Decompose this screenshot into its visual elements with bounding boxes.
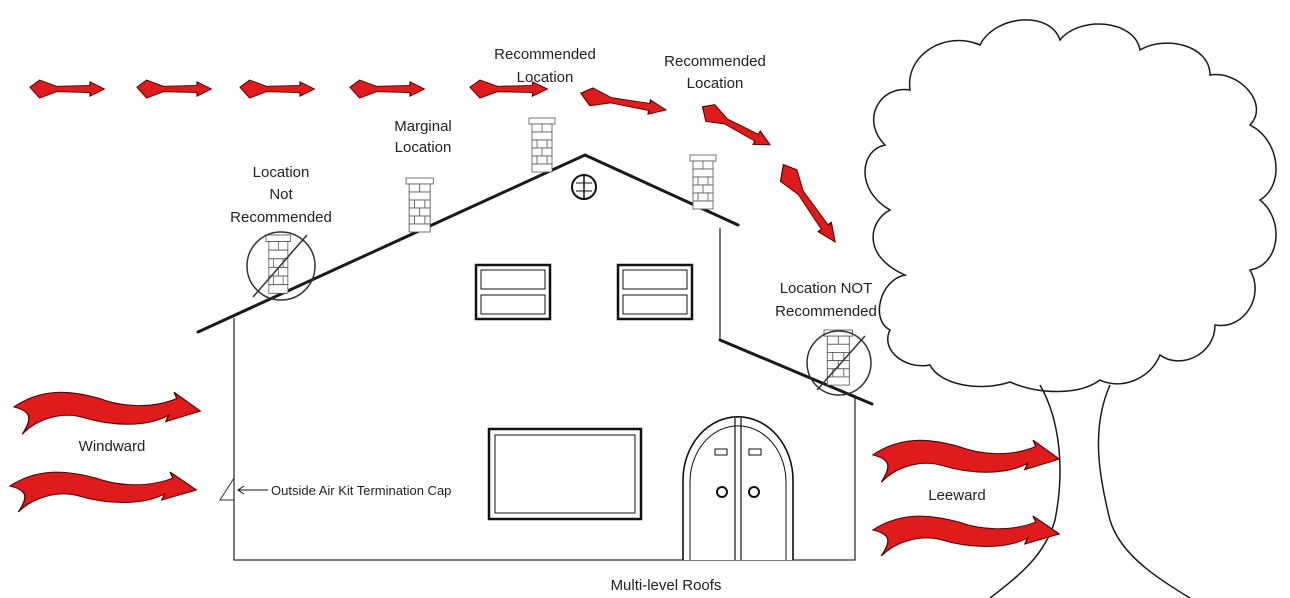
wind-arrow-3 xyxy=(239,79,315,99)
label-recommended-2: Recommended Location xyxy=(664,53,766,92)
windward-arrow-2 xyxy=(9,471,197,513)
upper-window-right xyxy=(616,263,694,321)
label-marginal-line1: Marginal xyxy=(394,118,452,135)
label-not-recommended-left: Location Not Recommended xyxy=(230,164,332,226)
label-not-recommended-left-line3: Recommended xyxy=(230,209,332,226)
label-recommended-2-line2: Location xyxy=(687,75,744,92)
chimney-recommended-peak xyxy=(528,117,556,173)
wind-arrow-4 xyxy=(349,79,425,99)
leeward-arrow-2 xyxy=(872,515,1060,557)
label-not-recommended-left-line1: Location xyxy=(253,164,310,181)
label-air-kit: Outside Air Kit Termination Cap xyxy=(271,483,451,498)
label-recommended-2-line1: Recommended xyxy=(664,53,766,70)
wind-arrow-2 xyxy=(136,79,213,99)
chimney-recommended-right xyxy=(689,154,717,210)
lower-roof xyxy=(718,338,874,406)
front-window xyxy=(487,427,643,521)
house-walls xyxy=(233,318,856,561)
label-recommended-1-line1: Recommended xyxy=(494,46,596,63)
label-leeward: Leeward xyxy=(928,487,986,504)
label-recommended-1: Recommended Location xyxy=(494,46,596,86)
air-kit-cap xyxy=(219,477,268,501)
wind-arrow-1 xyxy=(29,79,106,99)
label-not-recommended-right: Location NOT Recommended xyxy=(775,280,877,320)
label-windward: Windward xyxy=(79,438,146,455)
tree xyxy=(864,19,1277,598)
wind-arrow-6 xyxy=(578,85,669,120)
wind-arrow-8 xyxy=(772,159,845,249)
chimney-marginal xyxy=(405,177,434,233)
label-marginal-line2: Location xyxy=(395,139,452,156)
front-door xyxy=(682,416,794,560)
wind-arrow-7 xyxy=(696,99,776,154)
label-not-recommended-right-line2: Recommended xyxy=(775,303,877,320)
chimney-not-recommended-left xyxy=(246,231,316,301)
label-marginal: Marginal Location xyxy=(394,118,452,156)
windward-arrow-1 xyxy=(13,391,201,435)
main-roof xyxy=(196,153,740,334)
leeward-arrow-1 xyxy=(872,439,1060,483)
house xyxy=(196,153,874,561)
label-recommended-1-line2: Location xyxy=(517,69,574,86)
label-not-recommended-left-line2: Not xyxy=(269,186,293,203)
label-not-recommended-right-line1: Location NOT xyxy=(780,280,873,297)
caption: Multi-level Roofs xyxy=(611,577,722,594)
chimney-not-recommended-right xyxy=(806,329,872,396)
upper-window-left xyxy=(474,263,552,321)
attic-vent xyxy=(571,174,597,200)
